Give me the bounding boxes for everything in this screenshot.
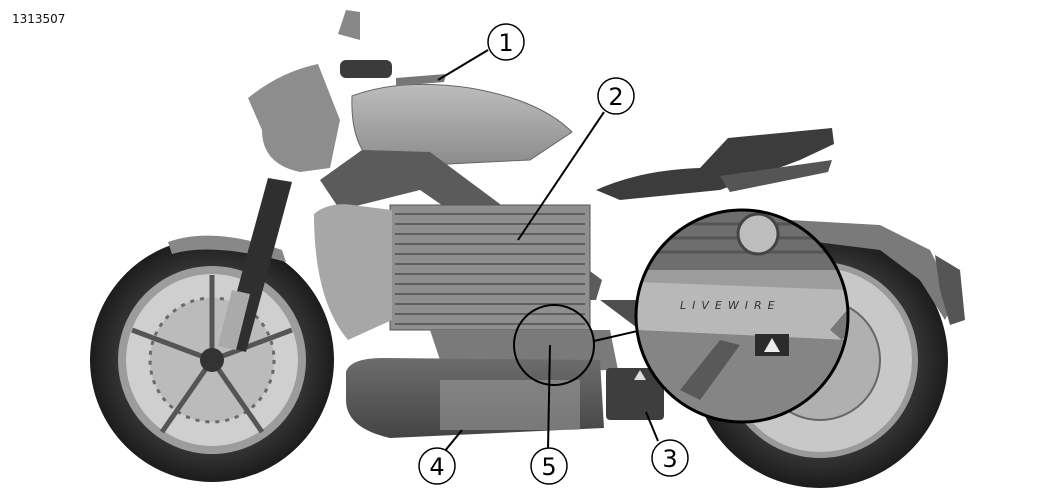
callout-number: 4 xyxy=(429,453,444,481)
leader-line-3 xyxy=(645,411,659,442)
callout-2: 2 xyxy=(597,77,635,115)
rear-fender xyxy=(790,220,955,320)
callout-circle xyxy=(530,447,568,485)
detail-source-circle xyxy=(513,304,595,386)
figure-id: 1313507 xyxy=(12,12,66,26)
gearbox xyxy=(606,368,664,420)
callout-circle xyxy=(597,77,635,115)
callout-number: 2 xyxy=(608,83,623,111)
license-bracket xyxy=(935,255,965,325)
detail-magnifier: LIVEWIRE xyxy=(634,208,850,424)
callout-circle xyxy=(418,447,456,485)
callout-5: 5 xyxy=(530,447,568,485)
leader-line-2 xyxy=(517,111,605,241)
callout-1: 1 xyxy=(487,23,525,61)
leader-line-5 xyxy=(547,344,551,451)
leader-line-1 xyxy=(437,49,489,81)
callout-number: 1 xyxy=(498,29,513,57)
callout-3: 3 xyxy=(651,439,689,477)
charge-port-cover xyxy=(396,74,446,86)
front-wheel xyxy=(90,238,334,482)
leader-line-4 xyxy=(443,429,463,453)
battery-side-cover xyxy=(314,204,392,340)
detail-connector-line xyxy=(593,329,643,342)
mirror xyxy=(338,10,360,40)
callout-4: 4 xyxy=(418,447,456,485)
detail-logo-text: LIVEWIRE xyxy=(680,299,781,312)
front-fender xyxy=(168,235,286,262)
leader-lines xyxy=(437,49,659,453)
headlight-fairing xyxy=(248,64,340,172)
battery xyxy=(389,204,591,331)
callout-circle xyxy=(651,439,689,477)
callout-number: 3 xyxy=(662,445,677,473)
callout-number: 5 xyxy=(541,453,556,481)
handlebar-grip xyxy=(340,60,392,78)
seat xyxy=(596,128,834,200)
callout-circle xyxy=(487,23,525,61)
